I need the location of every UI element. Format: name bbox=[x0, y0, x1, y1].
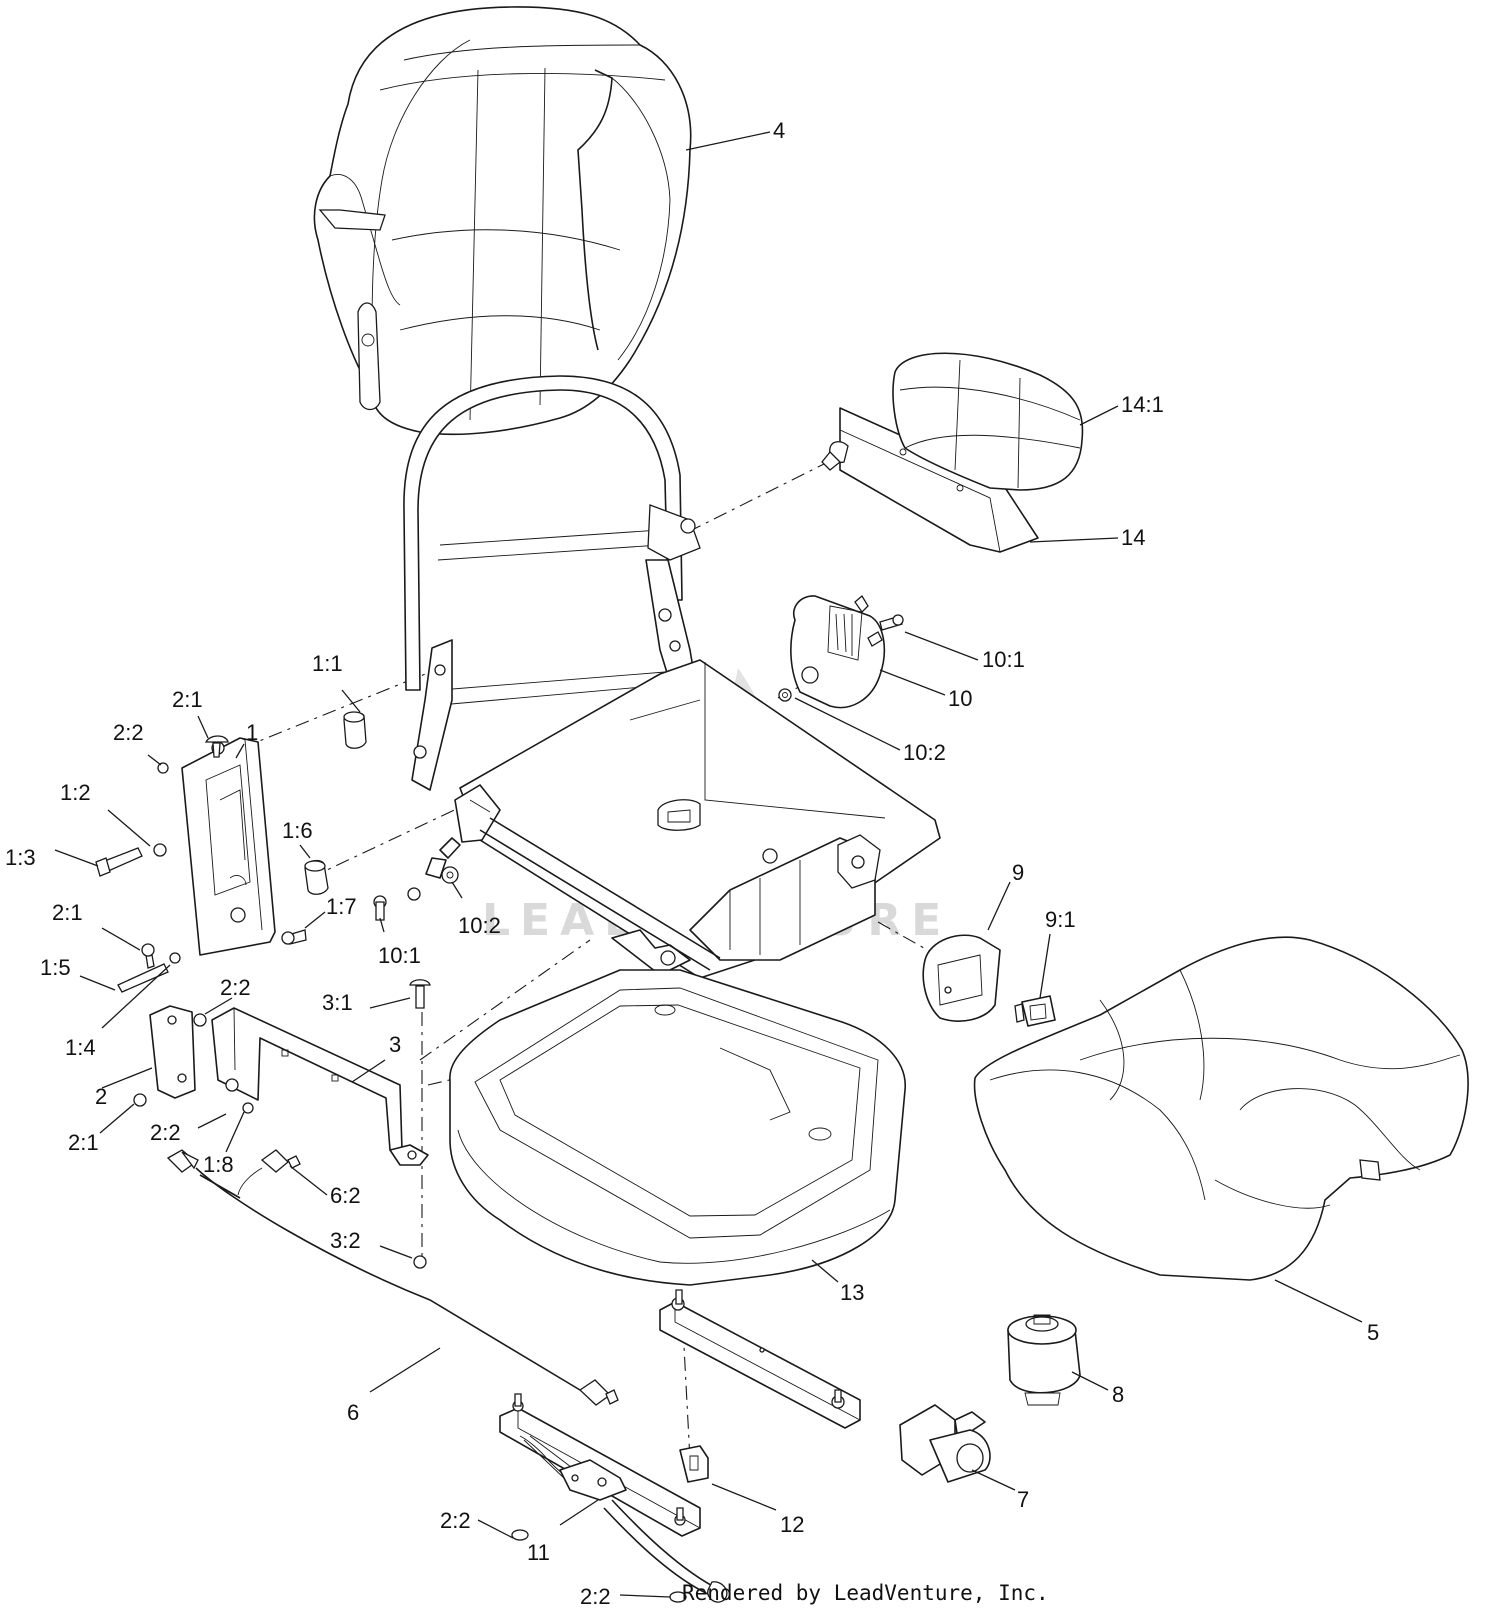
mounting-bracket-1 bbox=[95, 711, 459, 993]
callout-9-1: 9:1 bbox=[1045, 907, 1076, 932]
track-latch bbox=[679, 1445, 709, 1483]
callout-1-3: 1:3 bbox=[5, 845, 36, 870]
motor-actuator bbox=[899, 1404, 991, 1483]
callout-6: 6 bbox=[347, 1400, 359, 1425]
callout-12: 12 bbox=[780, 1512, 804, 1537]
seat-pan bbox=[449, 969, 906, 1286]
seat-backrest bbox=[313, 6, 692, 436]
callout-3-2: 3:2 bbox=[330, 1228, 361, 1253]
callout-9: 9 bbox=[1012, 860, 1024, 885]
callout-1-8: 1:8 bbox=[203, 1152, 234, 1177]
callout-3: 3 bbox=[389, 1032, 401, 1057]
armrest-assembly bbox=[821, 352, 1084, 553]
seat-cushion bbox=[973, 936, 1469, 1281]
callout-3-1: 3:1 bbox=[322, 990, 353, 1015]
callout-2-2-mid: 2:2 bbox=[220, 975, 251, 1000]
seat-switch bbox=[922, 934, 1056, 1027]
callout-2-1-mid: 2:1 bbox=[52, 900, 83, 925]
callout-6-2: 6:2 bbox=[330, 1183, 361, 1208]
isolator-mount bbox=[1007, 1314, 1081, 1406]
callout-2-2-top: 2:2 bbox=[113, 720, 144, 745]
callout-10: 10 bbox=[948, 686, 972, 711]
seatbelt-retractor bbox=[778, 595, 904, 709]
seatbelt-buckle bbox=[425, 784, 721, 971]
callout-10-2-mid: 10:2 bbox=[458, 913, 501, 938]
callout-1-5: 1:5 bbox=[40, 955, 71, 980]
callout-10-1-top: 10:1 bbox=[982, 647, 1025, 672]
callout-1-7: 1:7 bbox=[326, 894, 357, 919]
callout-2: 2 bbox=[95, 1084, 107, 1109]
callout-1-6: 1:6 bbox=[282, 818, 313, 843]
callout-14: 14 bbox=[1121, 525, 1145, 550]
switch-cable bbox=[166, 1149, 619, 1406]
callout-2-1-top: 2:1 bbox=[172, 687, 203, 712]
seat-plate bbox=[459, 659, 941, 979]
callout-1-2: 1:2 bbox=[60, 780, 91, 805]
render-credit: Rendered by LeadVenture, Inc. bbox=[682, 1581, 1049, 1605]
callout-1-1: 1:1 bbox=[312, 651, 343, 676]
seat-rail bbox=[659, 1289, 861, 1429]
callout-labels: 4 14:1 14 10:1 10 10:2 1:1 2:1 2:2 1 1:2… bbox=[5, 118, 1379, 1609]
assembly-line-armrest bbox=[687, 455, 841, 533]
callout-2-2-bot2: 2:2 bbox=[580, 1584, 611, 1609]
leader-lines bbox=[54, 131, 1363, 1598]
callout-14-1: 14:1 bbox=[1121, 392, 1164, 417]
callout-10-2-top: 10:2 bbox=[903, 740, 946, 765]
callout-7: 7 bbox=[1017, 1487, 1029, 1512]
callout-2-1-low: 2:1 bbox=[68, 1130, 99, 1155]
callout-1-4: 1:4 bbox=[65, 1035, 96, 1060]
callout-2-2-low: 2:2 bbox=[150, 1120, 181, 1145]
callout-10-1-mid: 10:1 bbox=[378, 943, 421, 968]
assembly-line-bracket bbox=[419, 939, 591, 1061]
callout-1: 1 bbox=[246, 720, 258, 745]
callout-13: 13 bbox=[840, 1280, 864, 1305]
assembly-line-switch bbox=[877, 921, 939, 957]
callout-8: 8 bbox=[1112, 1382, 1124, 1407]
callout-5: 5 bbox=[1367, 1320, 1379, 1345]
mounting-bracket-2-3 bbox=[133, 979, 431, 1269]
callout-11: 11 bbox=[527, 1540, 550, 1565]
slide-rail bbox=[499, 1393, 728, 1603]
callout-4: 4 bbox=[773, 118, 785, 143]
callout-2-2-bot1: 2:2 bbox=[440, 1508, 471, 1533]
